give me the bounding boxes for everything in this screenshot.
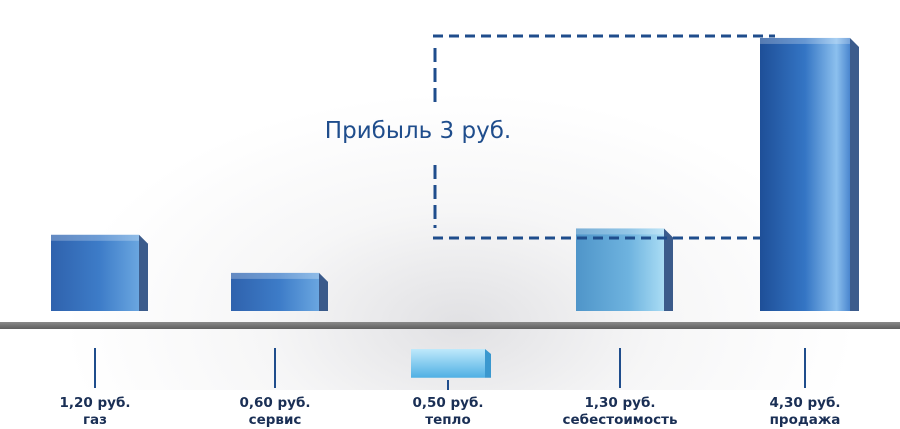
tick-газ xyxy=(94,348,96,388)
value-label: 0,60 руб. xyxy=(239,395,311,411)
value-label: 0,50 руб. xyxy=(412,395,484,411)
category-label: тепло xyxy=(425,412,471,428)
data-label-продажа: 4,30 руб.продажа xyxy=(725,395,885,429)
bar-себестоимость xyxy=(576,228,673,311)
data-label-газ: 1,20 руб.газ xyxy=(15,395,175,429)
data-label-себестоимость: 1,30 руб.себестоимость xyxy=(540,395,700,429)
bar-продажа xyxy=(760,37,859,311)
value-label: 1,30 руб. xyxy=(584,395,656,411)
data-label-сервис: 0,60 руб.сервис xyxy=(195,395,355,429)
category-label: продажа xyxy=(769,412,841,428)
data-label-тепло: 0,50 руб.тепло xyxy=(368,395,528,429)
value-label: 4,30 руб. xyxy=(769,395,841,411)
profit-annotation: Прибыль 3 руб. xyxy=(324,118,512,144)
category-label: газ xyxy=(82,412,107,428)
tick-сервис xyxy=(274,348,276,388)
bar-сервис xyxy=(231,272,328,311)
tick-продажа xyxy=(804,348,806,388)
category-label: сервис xyxy=(248,412,302,428)
category-label: себестоимость xyxy=(562,412,678,428)
tick-себестоимость xyxy=(619,348,621,388)
profit-bracket xyxy=(433,34,775,240)
value-label: 1,20 руб. xyxy=(59,395,131,411)
baseline xyxy=(0,322,900,329)
bar-газ xyxy=(51,234,148,311)
tick-тепло xyxy=(447,380,449,390)
bar-тепло xyxy=(411,349,491,378)
